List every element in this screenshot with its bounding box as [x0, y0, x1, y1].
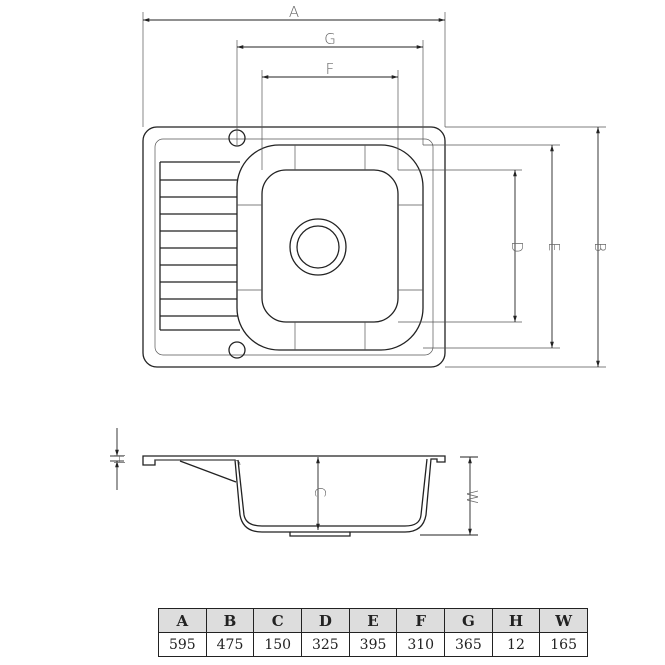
label-G: G: [324, 30, 336, 48]
value-cell: 395: [348, 632, 398, 657]
top-view: [142, 126, 446, 368]
value-cell: 595: [158, 632, 207, 657]
header-cell: D: [301, 608, 350, 633]
value-cell: 150: [253, 632, 303, 657]
drain-inner: [296, 225, 340, 269]
header-cell: E: [348, 608, 398, 633]
label-D: D: [508, 241, 526, 253]
drain-outer: [289, 218, 347, 276]
label-H: H: [110, 453, 128, 464]
extension-lines: [142, 12, 606, 368]
header-cell: B: [205, 608, 255, 633]
bowl-outer: [236, 144, 424, 351]
header-cell: A: [158, 608, 207, 633]
label-C: C: [311, 487, 329, 497]
header-cell: C: [253, 608, 303, 633]
value-cell: 325: [301, 632, 350, 657]
value-cell: 310: [396, 632, 446, 657]
label-A: A: [289, 3, 299, 21]
value-cell: 365: [444, 632, 493, 657]
value-cell: 475: [205, 632, 255, 657]
header-cell: G: [444, 608, 493, 633]
label-W: W: [463, 490, 481, 505]
header-cell: W: [539, 608, 588, 633]
dimension-arrows: [110, 18, 600, 536]
label-F: F: [326, 60, 335, 78]
table-row: 595 475 150 325 395 310 365 12 165: [158, 632, 588, 657]
sink-outline: [142, 126, 446, 368]
header-cell: H: [491, 608, 541, 633]
label-B: B: [591, 242, 609, 252]
dimensions-table: A B C D E F G H W 595 475 150 325 395 31…: [158, 608, 588, 657]
value-cell: 165: [539, 632, 588, 657]
tap-hole-bottom: [228, 341, 246, 359]
label-E: E: [545, 242, 563, 251]
header-cell: F: [396, 608, 446, 633]
side-view: [142, 455, 446, 537]
table-header-row: A B C D E F G H W: [158, 608, 588, 633]
sink-inner-edge: [154, 138, 434, 356]
drainboard-grooves: [159, 161, 240, 331]
bowl-inner: [261, 169, 399, 323]
dimension-labels: A G F B E D C W H: [110, 3, 609, 504]
bowl-corner-lines: [237, 145, 423, 350]
value-cell: 12: [491, 632, 541, 657]
